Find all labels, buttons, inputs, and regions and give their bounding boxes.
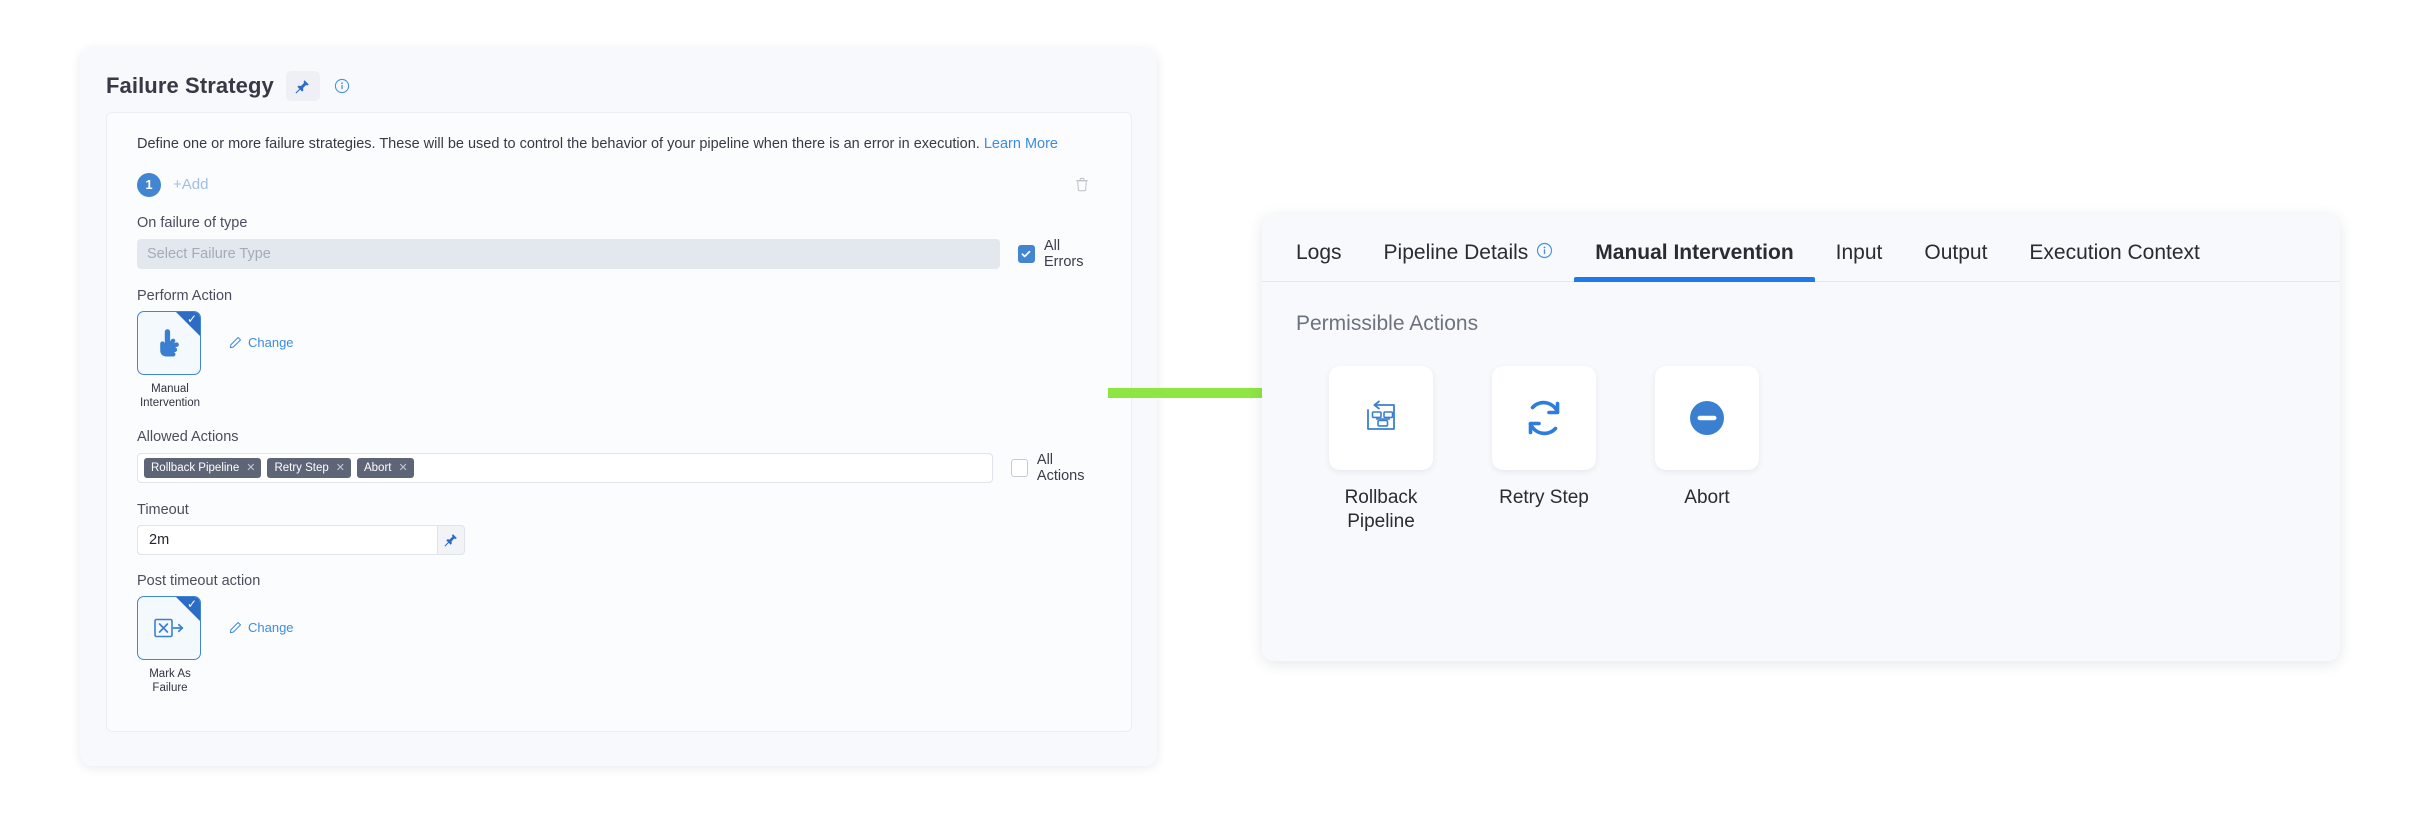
failure-type-row: Select Failure Type All Errors: [137, 238, 1101, 270]
action-tile[interactable]: [1329, 366, 1433, 470]
caption-line-1: Manual: [151, 382, 189, 395]
permissible-action-abort[interactable]: Abort: [1655, 366, 1759, 534]
check-icon: ✓: [186, 311, 197, 326]
execution-detail-panel: Logs Pipeline Details Manual Interventio…: [1262, 214, 2340, 661]
mark-as-failure-tile[interactable]: ✓: [137, 595, 201, 660]
post-timeout-tile-col: ✓ Mark As Failure: [137, 595, 203, 696]
tag-label: Abort: [363, 461, 392, 474]
rollback-pipeline-icon: [1367, 400, 1395, 430]
description-sentence: Define one or more failure strategies. T…: [137, 136, 980, 152]
all-errors-checkbox-group[interactable]: All Errors: [1017, 237, 1101, 270]
all-actions-label: All Actions: [1036, 451, 1085, 484]
tab-manual-intervention[interactable]: Manual Intervention: [1574, 241, 1816, 282]
trash-icon[interactable]: [1073, 175, 1093, 195]
remove-tag-icon[interactable]: ✕: [398, 462, 408, 475]
perform-action-tile-col: ✓ Manual Intervention: [137, 310, 203, 411]
action-label: Retry Step: [1499, 487, 1589, 508]
post-timeout-row: ✓ Mark As Failure: [137, 595, 1101, 696]
action-tile[interactable]: [1492, 366, 1596, 470]
tag-chip[interactable]: Retry Step ✕: [267, 457, 351, 478]
failure-strategy-card: Failure Strategy Define one or more fail…: [80, 48, 1157, 766]
tab-output[interactable]: Output: [1903, 241, 2008, 281]
tag-label: Retry Step: [274, 461, 329, 474]
page-title: Failure Strategy: [106, 73, 274, 98]
tag-label: Rollback Pipeline: [151, 461, 240, 474]
timeout-input[interactable]: 2m: [137, 524, 437, 555]
tab-execution-context[interactable]: Execution Context: [2008, 241, 2220, 281]
change-label: Change: [248, 619, 294, 635]
permissible-action-retry-step[interactable]: Retry Step: [1492, 366, 1596, 534]
selected-corner-badge: [176, 596, 200, 621]
perform-action-label: Perform Action: [137, 287, 233, 304]
permissible-actions-title: Permissible Actions: [1296, 312, 1479, 335]
all-actions-checkbox[interactable]: [1010, 458, 1028, 477]
tab-bar: Logs Pipeline Details Manual Interventio…: [1262, 214, 2340, 282]
mark-as-failure-caption: Mark As Failure: [137, 667, 203, 696]
action-label: Rollback Pipeline: [1344, 487, 1418, 532]
caption-line-2: Intervention: [139, 397, 201, 410]
selected-corner-badge: [176, 311, 200, 336]
failure-strategy-header: Failure Strategy: [80, 48, 1157, 104]
on-failure-label: On failure of type: [137, 214, 248, 231]
permissible-action-rollback-pipeline[interactable]: Rollback Pipeline: [1329, 366, 1433, 534]
learn-more-link[interactable]: Learn More: [983, 136, 1058, 152]
action-label: Abort: [1684, 487, 1730, 508]
allowed-actions-row: Rollback Pipeline ✕ Retry Step ✕ Abort ✕…: [137, 452, 1101, 484]
perform-action-row: ✓ Manual Intervention Change: [137, 310, 1101, 411]
allowed-actions-label: Allowed Actions: [137, 428, 239, 445]
tab-input[interactable]: Input: [1815, 241, 1904, 281]
manual-intervention-tile[interactable]: ✓: [137, 310, 201, 375]
strategy-index-row: 1 +Add: [137, 172, 1101, 197]
timeout-row: 2m: [137, 524, 1101, 555]
tab-label: Execution Context: [2029, 241, 2200, 264]
timeout-label: Timeout: [137, 501, 189, 518]
info-icon[interactable]: [332, 76, 352, 96]
action-tile[interactable]: [1655, 366, 1759, 470]
permissible-actions-grid: Rollback Pipeline Retry Step: [1296, 366, 2306, 534]
tab-label: Logs: [1296, 241, 1342, 264]
check-icon: ✓: [186, 596, 197, 611]
tab-logs[interactable]: Logs: [1296, 241, 1363, 281]
info-icon[interactable]: [1536, 241, 1553, 265]
tab-label: Input: [1835, 241, 1883, 264]
tag-chip[interactable]: Rollback Pipeline ✕: [144, 457, 262, 478]
change-post-timeout-action-button[interactable]: Change: [229, 620, 294, 635]
remove-tag-icon[interactable]: ✕: [246, 462, 256, 475]
strategy-index-badge[interactable]: 1: [137, 172, 161, 197]
post-timeout-label: Post timeout action: [137, 572, 261, 589]
pin-icon[interactable]: [285, 71, 320, 101]
tab-label: Manual Intervention: [1595, 241, 1794, 264]
pencil-icon: [229, 336, 242, 348]
pointing-hand-icon: [160, 329, 179, 357]
change-perform-action-button[interactable]: Change: [229, 335, 294, 350]
change-label: Change: [248, 334, 294, 350]
failure-type-select[interactable]: Select Failure Type: [137, 238, 1000, 269]
tab-panel-content: Permissible Actions: [1262, 282, 2340, 534]
mark-as-failure-icon: [154, 618, 184, 637]
caption-line-2: Failure: [152, 681, 188, 694]
manual-intervention-caption: Manual Intervention: [137, 382, 203, 411]
description-text: Define one or more failure strategies. T…: [137, 135, 1101, 154]
pencil-icon: [229, 621, 242, 633]
all-errors-checkbox[interactable]: [1017, 244, 1036, 263]
tag-chip[interactable]: Abort ✕: [356, 457, 414, 478]
remove-tag-icon[interactable]: ✕: [335, 462, 345, 475]
caption-line-1: Mark As: [149, 667, 191, 680]
tab-label: Output: [1924, 241, 1988, 264]
green-flow-arrow: [1108, 376, 1334, 415]
add-strategy-button[interactable]: +Add: [173, 176, 209, 194]
tab-pipeline-details[interactable]: Pipeline Details: [1363, 241, 1575, 281]
failure-strategy-body: Define one or more failure strategies. T…: [106, 112, 1132, 732]
all-errors-label: All Errors: [1044, 237, 1084, 270]
timeout-pin-icon[interactable]: [437, 524, 465, 555]
abort-icon: [1690, 401, 1724, 435]
retry-step-icon: [1528, 400, 1560, 436]
tab-label: Pipeline Details: [1383, 241, 1529, 264]
all-actions-checkbox-group[interactable]: All Actions: [1010, 451, 1101, 484]
allowed-actions-input[interactable]: Rollback Pipeline ✕ Retry Step ✕ Abort ✕: [137, 452, 993, 483]
